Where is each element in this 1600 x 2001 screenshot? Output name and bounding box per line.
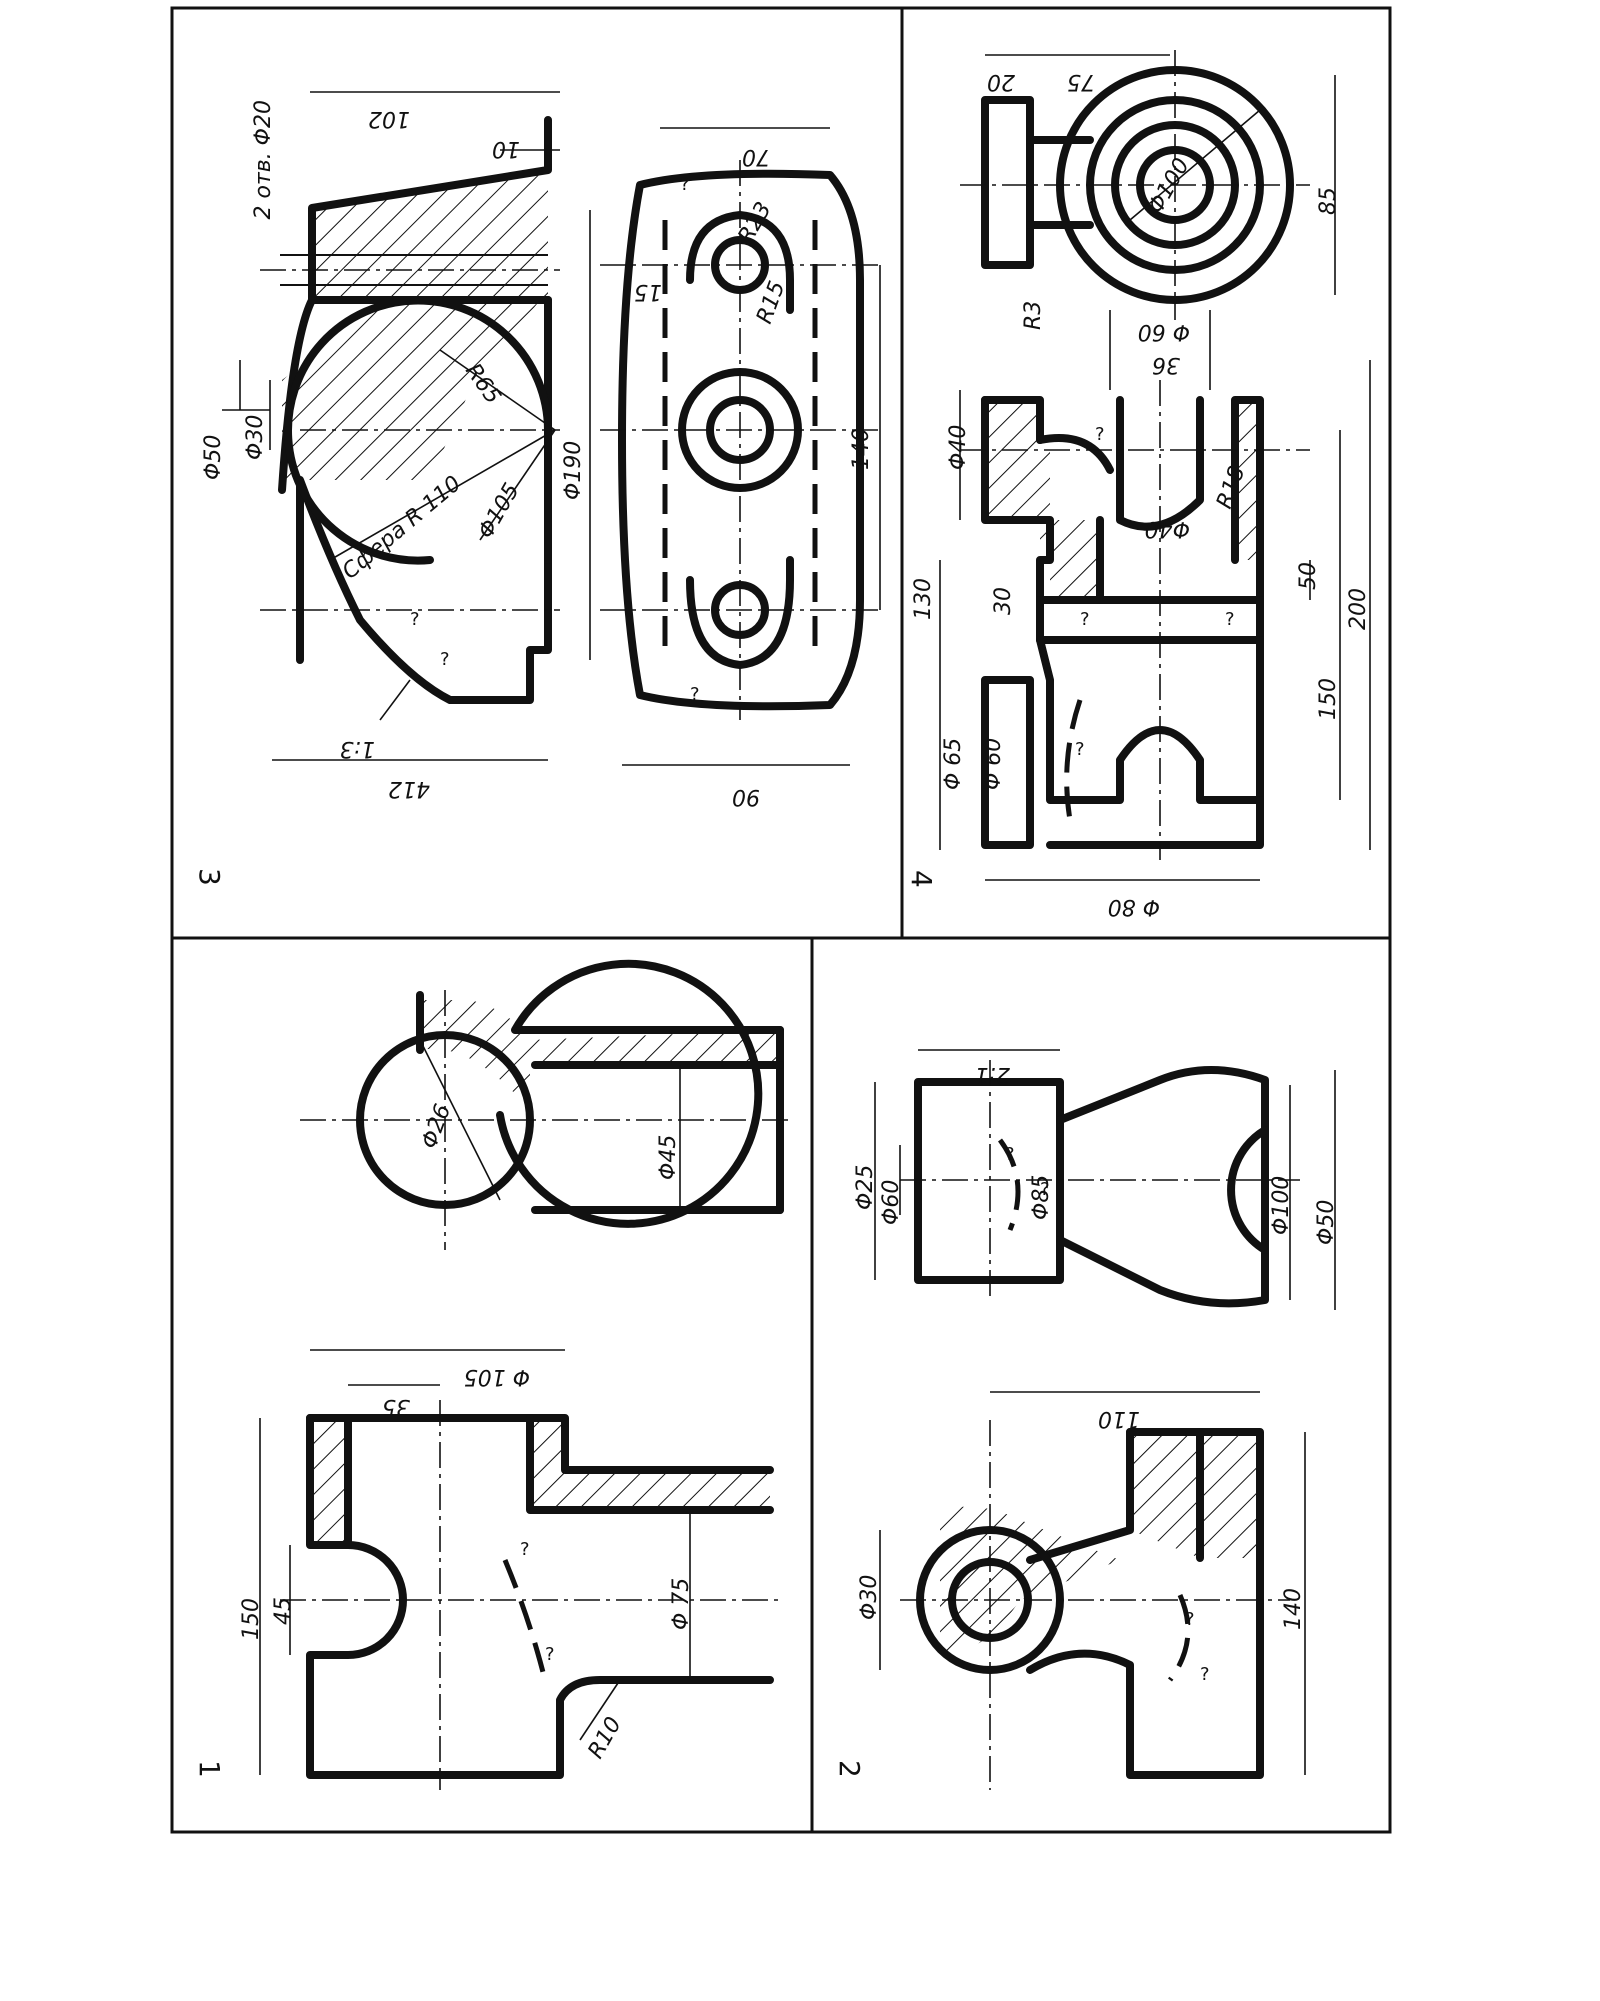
panel-3-number: 3	[193, 868, 226, 886]
question-mark: ?	[1225, 609, 1235, 630]
panel-3: 3 2 отв. Φ20	[193, 91, 881, 886]
dim-140: 140	[1281, 1588, 1306, 1630]
dim-102: 102	[368, 106, 410, 131]
question-mark-annotations: ? ? ? ? ? ? ? ? ? ? ? ? ? ?	[410, 174, 1235, 1685]
question-mark: ?	[1080, 609, 1090, 630]
panel-2-top-view	[874, 1049, 1336, 1310]
dim-d45: Φ45	[656, 1135, 681, 1180]
question-mark: ?	[440, 649, 450, 670]
dim-d60-top: Φ 60	[1138, 319, 1190, 344]
dim-50: 50	[1296, 562, 1321, 590]
dim-15: 15	[634, 279, 662, 304]
dim-150: 150	[239, 1598, 264, 1640]
dim-2-holes-d20: 2 отв. Φ20	[251, 100, 276, 220]
dim-20: 20	[987, 69, 1015, 94]
panel-4-front-labels: R3 Φ 60 36 Φ40 R18 Φ40 50 130 30 200 150…	[911, 301, 1371, 919]
dim-36: 36	[1152, 352, 1180, 377]
dim-140: 140	[849, 428, 874, 470]
question-mark: ?	[410, 609, 420, 630]
question-mark: ?	[545, 1644, 555, 1665]
panel-4-side-view	[960, 50, 1336, 320]
panel-4-front-section	[939, 310, 1371, 881]
panel-1-number: 1	[193, 1760, 226, 1778]
dim-d100: Φ50	[1314, 1200, 1339, 1245]
panel-4: 4 20 75 Φ100 85	[905, 50, 1371, 919]
dim-45: 45	[271, 1597, 296, 1625]
dim-slope-1-3: 1:3	[340, 736, 375, 761]
dim-d105: Φ 105	[464, 1364, 530, 1389]
panel-2-front-labels: 110 140 Φ30	[857, 1406, 1306, 1630]
dim-d25: Φ60	[879, 1180, 904, 1225]
dim-d65: Φ 65	[941, 738, 966, 790]
dim-110: 110	[1098, 1406, 1140, 1431]
dim-10: 10	[492, 136, 520, 161]
dim-d85: Φ100	[1269, 1176, 1294, 1235]
sheet-frame	[170, 6, 1392, 1834]
question-mark: ?	[1075, 739, 1085, 760]
dim-75: 75	[1067, 69, 1095, 94]
dim-130: 130	[911, 578, 936, 620]
panel-3-front-section	[222, 91, 591, 761]
question-mark: ?	[1200, 1664, 1210, 1685]
dim-d80: Φ 80	[1108, 894, 1160, 919]
dim-d60-bottom: Φ 60	[981, 738, 1006, 790]
dim-30: 30	[991, 587, 1016, 615]
panel-1-front-labels: 150 45 35 Φ 105 Φ 75 R10	[239, 1364, 694, 1763]
dim-412: 412	[388, 776, 430, 801]
dim-scale-2-1: Φ85	[1029, 1175, 1054, 1220]
panel-4-number: 4	[905, 870, 938, 888]
panel-2: 2 Φ25 Φ60 2:1 Φ85 Φ100 Φ50	[833, 1049, 1339, 1790]
dim-r3: R3	[1021, 301, 1046, 330]
panel-3-top-view	[600, 127, 881, 766]
dim-d60: 2:1	[975, 1062, 1010, 1087]
panel-2-front-section	[879, 1391, 1306, 1790]
dim-r10: R10	[584, 1713, 627, 1763]
dim-d30: Φ30	[243, 415, 268, 460]
dim-90: 90	[732, 784, 760, 809]
panel-1-end-view	[300, 959, 790, 1250]
dim-d40-horz: Φ40	[1145, 516, 1190, 541]
dim-150: 150	[1316, 678, 1341, 720]
dim-d40-vert: Φ40	[946, 425, 971, 470]
dim-35: 35	[382, 1394, 410, 1419]
dim-d105: Φ105	[474, 479, 525, 543]
dim-d190: Φ190	[561, 441, 586, 500]
panel-2-top-labels: Φ25 Φ60 2:1 Φ85 Φ100 Φ50	[853, 1062, 1339, 1245]
panel-2-number: 2	[833, 1760, 866, 1778]
question-mark: ?	[1185, 1609, 1195, 1630]
dim-d26: Φ26	[417, 1101, 456, 1152]
question-mark: ?	[1005, 1144, 1015, 1165]
question-mark: ?	[680, 174, 690, 195]
dim-d75: Φ 75	[669, 1578, 694, 1630]
question-mark: ?	[1040, 1179, 1050, 1200]
question-mark: ?	[520, 1539, 530, 1560]
dim-sphere-r110: Сфера R 110	[338, 471, 466, 584]
dim-d30: Φ30	[857, 1575, 882, 1620]
panel-1: 1 Φ26 Φ45	[193, 959, 790, 1790]
dim-d50: Φ50	[201, 435, 226, 480]
dim-70: 70	[742, 144, 770, 169]
dim-85: 85	[1316, 187, 1341, 215]
panel-1-front-section	[259, 1349, 780, 1790]
question-mark: ?	[690, 684, 700, 705]
dim-70: Φ25	[853, 1165, 878, 1210]
question-mark: ?	[1095, 424, 1105, 445]
dim-200: 200	[1346, 588, 1371, 630]
panel-3-top-labels: 70 R23 R15 140 90 15	[634, 144, 874, 809]
